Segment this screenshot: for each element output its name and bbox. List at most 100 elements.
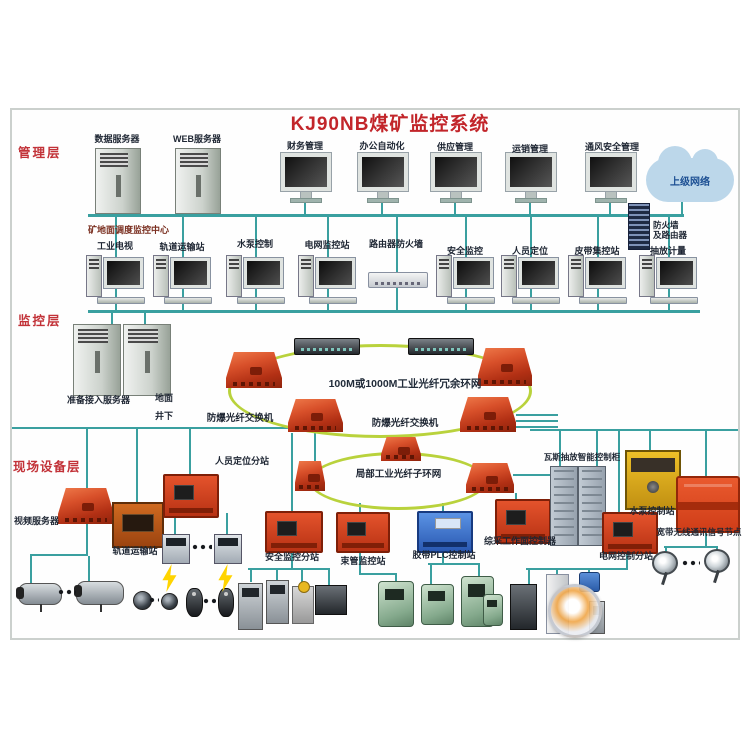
connector (626, 550, 628, 568)
layer-label-monitoring: 监控层 (18, 314, 62, 328)
sub-ring-switch-icon (295, 461, 325, 491)
fiber-switch-icon (226, 352, 282, 388)
monitor-icon (354, 152, 410, 204)
watermark-logo (548, 584, 602, 638)
face-controller-label: 综采工作面控制器 (483, 536, 556, 546)
connector (664, 546, 718, 548)
workstation-label: 通风安全管理 (584, 142, 639, 152)
connector (596, 431, 598, 467)
connector (250, 570, 252, 582)
server-label: 数据服务器 (94, 134, 140, 144)
monitor-icon (582, 152, 638, 204)
connector (359, 503, 361, 513)
tube-station-icon (336, 512, 390, 553)
pc-icon (86, 253, 145, 304)
connector (526, 568, 628, 570)
connector (528, 570, 530, 585)
connector (226, 513, 228, 535)
station-label: 电网监控站 (304, 240, 350, 250)
station-label: 皮带集控站 (574, 246, 620, 256)
id-card-icon (218, 588, 234, 617)
pc-icon (436, 253, 495, 304)
ring-switch-icon (408, 338, 474, 355)
connector (30, 556, 32, 584)
safety-station-label: 安全监控分站 (264, 552, 319, 562)
sensor-icon (266, 580, 289, 624)
id-card-icon (186, 588, 203, 617)
station-label: 人员定位 (511, 246, 548, 256)
pc-icon (298, 253, 357, 304)
connector (618, 431, 620, 512)
workstation-label: 运销管理 (511, 144, 548, 154)
ellipsis-dots (192, 544, 212, 550)
pc-icon (226, 253, 285, 304)
pc-icon (639, 253, 698, 304)
connector (136, 429, 138, 505)
tube-station-label: 束管监控站 (340, 556, 386, 566)
methane-sensor-icon (292, 581, 314, 624)
connector (609, 198, 611, 214)
firewall-building-icon (628, 203, 650, 250)
gas-cabinet-label: 瓦斯抽放智能控制柜 (543, 452, 621, 462)
sub-ring-switch-icon (466, 463, 514, 493)
connector (396, 217, 398, 310)
rail-station-icon (112, 502, 164, 548)
video-server-icon (58, 488, 114, 524)
belt-plc-station-label: 胶带PLC控制站 (412, 550, 476, 560)
main-ring-label: 100M或1000M工业光纤冗余环网 (328, 378, 482, 390)
connector (705, 529, 707, 547)
connector (276, 570, 278, 580)
ellipsis-dots (682, 560, 700, 566)
access-server-label: 准备接入服务器 (66, 395, 130, 405)
video-server-label: 视频服务器 (14, 516, 60, 526)
cctv-camera-icon (74, 581, 124, 612)
ellipsis-dots (58, 589, 76, 595)
connector (428, 563, 480, 565)
round-sensor-icon (161, 593, 178, 610)
connector (328, 570, 330, 585)
personnel-station-icon (163, 474, 219, 518)
pump-station-icon (625, 450, 681, 510)
connector (515, 493, 517, 500)
connector (30, 554, 88, 556)
connector (478, 565, 480, 577)
card-reader-icon (162, 534, 190, 564)
connector (556, 570, 558, 576)
layer-label-field: 现场设备层 (13, 460, 81, 474)
connector (513, 474, 559, 476)
card-reader-icon (214, 534, 242, 564)
sub-ring-label: 局部工业光纤子环网 (355, 469, 442, 480)
dispatch-center-label: 矿地面调度监控中心 (88, 225, 170, 235)
station-label: 轨道运输站 (159, 242, 205, 252)
surface-label: 地面 (155, 393, 174, 403)
connector (144, 313, 146, 325)
sub-ring-switch-icon (381, 437, 421, 461)
monitor-icon (277, 152, 333, 204)
connector (111, 313, 113, 325)
wireless-node-label: 宽带无线通讯信号节点 (656, 527, 742, 537)
router-firewall-icon (368, 272, 428, 288)
workstation-label: 供应管理 (436, 142, 473, 152)
spotlight-icon (702, 549, 732, 583)
ellipsis-dots (203, 598, 216, 604)
gas-cabinet-icon (578, 466, 606, 546)
connector (314, 432, 316, 462)
pc-icon (501, 253, 560, 304)
underground-trunk-right (530, 429, 738, 431)
station-label: 抽放计量 (649, 246, 686, 256)
page-title: KJ90NB煤矿监控系统 (290, 114, 490, 135)
fiber-switch-icon (460, 397, 516, 432)
connector (86, 429, 88, 489)
firewall-label: 防火墙 及路由器 (653, 220, 687, 240)
connector (248, 568, 330, 570)
tube-pump-icon (378, 581, 414, 627)
cctv-camera-icon (16, 583, 62, 612)
ring-switch-icon (294, 338, 360, 355)
ellipsis-dots (149, 597, 159, 603)
connector (301, 570, 303, 583)
uplink-line (681, 190, 683, 215)
sensor-icon (238, 583, 263, 630)
connector (529, 198, 531, 214)
connector (359, 549, 361, 575)
